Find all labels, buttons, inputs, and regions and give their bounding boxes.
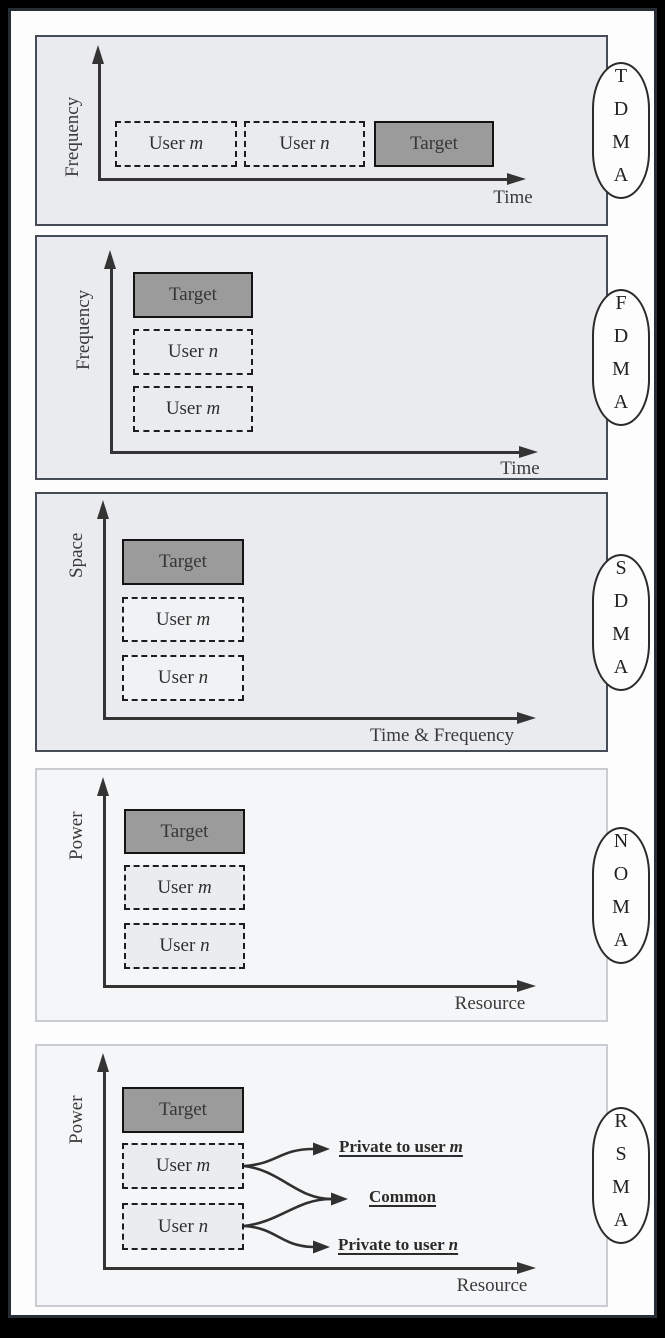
x-axis-arrow-icon [507, 173, 526, 185]
scheme-badge-tdma: TDMA [592, 62, 650, 199]
y-axis-arrow-icon [97, 1053, 109, 1072]
x-axis-label: Resource [454, 993, 526, 1014]
y-axis-arrow-icon [104, 250, 116, 269]
user-n-box: User n [124, 923, 245, 969]
y-axis [110, 267, 113, 453]
user-m-label: User m [157, 876, 212, 898]
y-axis-label: Frequency [73, 289, 94, 370]
user-n-box: User n [133, 329, 253, 375]
user-n-label: User n [157, 667, 209, 688]
y-axis [103, 517, 106, 719]
y-axis-label: Frequency [62, 96, 83, 177]
user-m-label: User m [155, 608, 211, 630]
user-n-box: User n [244, 121, 365, 167]
target-label: Target [169, 284, 217, 305]
y-axis [103, 794, 106, 987]
user-n-box: User n [122, 655, 244, 701]
stream-label-private-m: Private to user m [339, 1137, 463, 1156]
user-n-label: User n [159, 935, 210, 956]
scheme-badge-label: NOMA [610, 829, 632, 962]
x-axis-arrow-icon [517, 1262, 536, 1274]
target-box: Target [122, 539, 244, 585]
target-box: Target [124, 809, 245, 854]
scheme-badge-sdma: SDMA [592, 554, 650, 691]
user-m-box: User m [122, 597, 244, 642]
x-axis-label: Time [493, 187, 533, 208]
panel-tdma: Frequency Time User m User n Target TDMA [35, 35, 650, 226]
y-axis-arrow-icon [92, 45, 104, 64]
user-m-box: User m [122, 1143, 244, 1189]
figure-page: Frequency Time User m User n Target TDMA… [8, 8, 657, 1318]
user-m-box: User m [133, 386, 253, 432]
scheme-badge-fdma: FDMA [592, 289, 650, 426]
x-axis-label: Resource [456, 1275, 528, 1296]
panel-fdma: Frequency Time Target User n User m FDMA [35, 235, 650, 480]
stream-label-private-n: Private to user n [338, 1235, 459, 1254]
target-box: Target [122, 1087, 244, 1133]
x-axis-label: Time [500, 458, 540, 479]
stream-split-arrows [243, 1142, 348, 1254]
target-label: Target [159, 1099, 207, 1120]
x-axis [103, 1267, 520, 1270]
y-axis-arrow-icon [97, 500, 109, 519]
user-n-label: User n [167, 341, 219, 362]
user-m-box: User m [124, 865, 245, 910]
panel-noma: Power Resource Target User m User n NOMA [35, 768, 650, 1022]
stream-label-common: Common [369, 1187, 437, 1206]
x-axis [103, 985, 520, 988]
x-axis-label: Time & Frequency [370, 725, 514, 746]
x-axis [98, 178, 510, 181]
x-axis-arrow-icon [517, 980, 536, 992]
scheme-badge-label: TDMA [610, 64, 632, 197]
panel-sdma: Space Time & Frequency Target User m Use… [35, 492, 650, 752]
user-m-label: User m [148, 133, 204, 154]
target-label: Target [160, 820, 209, 842]
user-m-label: User m [155, 1155, 211, 1176]
y-axis [103, 1070, 106, 1267]
x-axis [110, 451, 522, 454]
y-axis [98, 62, 101, 180]
target-box: Target [374, 121, 494, 167]
target-label: Target [410, 133, 458, 154]
target-box: Target [133, 272, 253, 318]
panel-rsma: Power Resource Target User m User n Priv… [35, 1044, 650, 1307]
scheme-badge-label: FDMA [610, 291, 632, 424]
user-m-label: User m [165, 398, 221, 419]
x-axis-arrow-icon [519, 446, 538, 458]
scheme-badge-rsma: RSMA [592, 1107, 650, 1244]
user-m-box: User m [115, 121, 237, 167]
target-label: Target [159, 551, 207, 572]
y-axis-label: Power [66, 811, 87, 860]
scheme-badge-label: RSMA [610, 1109, 632, 1242]
user-n-box: User n [122, 1203, 244, 1250]
x-axis [103, 717, 520, 720]
user-n-label: User n [157, 1215, 209, 1237]
user-n-label: User n [279, 133, 330, 154]
scheme-badge-label: SDMA [610, 556, 632, 689]
y-axis-arrow-icon [97, 777, 109, 796]
x-axis-arrow-icon [517, 712, 536, 724]
y-axis-label: Space [66, 532, 87, 578]
scheme-badge-noma: NOMA [592, 827, 650, 964]
